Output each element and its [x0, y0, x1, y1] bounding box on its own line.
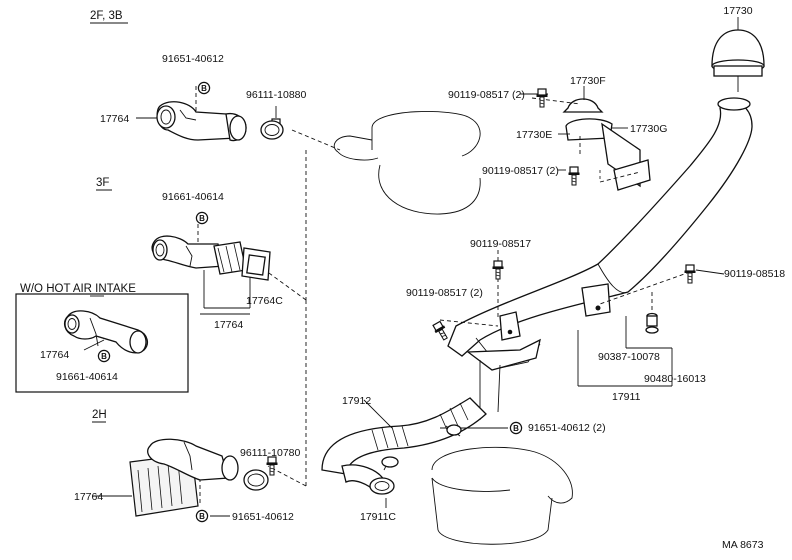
- label-90480: 90480-16013: [644, 373, 706, 385]
- label-17730f: 17730F: [570, 75, 606, 87]
- rubber-hose-17912: [321, 397, 487, 495]
- label-96111-top: 96111-10880: [246, 89, 306, 101]
- label-bolt-e: 90119-08518: [724, 268, 785, 280]
- bolt-icon: [431, 320, 451, 343]
- label-17764-b: 17764: [214, 319, 243, 331]
- snorkel-duct: [447, 97, 753, 420]
- air-cleaner-lower-outline: [431, 446, 573, 545]
- bolt-icon: [535, 88, 549, 108]
- label-bolt-d: 90119-08517 (2): [406, 287, 483, 299]
- clamp-icon: [446, 424, 462, 436]
- label-17912: 17912: [342, 395, 371, 407]
- label-91661-box: 91661-40614: [56, 371, 118, 383]
- section-headings: 2F, 3B 3F W/O HOT AIR INTAKE 2H: [20, 10, 136, 423]
- bracket-assembly: [562, 98, 651, 191]
- badge-b-label: B: [101, 352, 107, 361]
- collar-parts: [645, 312, 659, 334]
- badge-b-label: B: [199, 512, 205, 521]
- hose-clamps: [381, 424, 462, 468]
- label-17764-d: 17764: [74, 491, 103, 503]
- badge-b-label: B: [513, 424, 519, 433]
- snorkel-cap: [711, 22, 765, 92]
- label-17764-a: 17764: [100, 113, 129, 125]
- label-17764-c: 17764: [40, 349, 69, 361]
- bolt-icon: [683, 264, 697, 284]
- clamp-icon: [381, 456, 399, 468]
- part-labels: 17730 17730F 17730E 17730G 90119-08517 (…: [40, 5, 785, 551]
- label-17730: 17730: [723, 5, 752, 17]
- label-17764c: 17764C: [246, 295, 283, 307]
- label-clamp-2h: 91651-40612 (2): [528, 422, 606, 434]
- air-cleaner-upper-outline: [333, 110, 481, 215]
- label-bolt-c: 90119-08517: [470, 238, 531, 250]
- label-17730e: 17730E: [516, 129, 552, 141]
- badge-b-label: B: [201, 84, 207, 93]
- label-bolt-b: 90119-08517 (2): [482, 165, 559, 177]
- elbow-2f-3b: [156, 101, 284, 142]
- label-91651-2h: 91651-40612: [232, 511, 294, 523]
- elbow-3f: [151, 235, 271, 281]
- label-91661-3f: 91661-40614: [162, 191, 224, 203]
- label-bolt-a: 90119-08517 (2): [448, 89, 525, 101]
- section-3f: 3F: [96, 177, 109, 189]
- label-17730g: 17730G: [630, 123, 667, 135]
- section-2f-3b: 2F, 3B: [90, 10, 123, 22]
- bolt-icon: [567, 166, 581, 186]
- label-96111-2h: 96111-10780: [240, 447, 300, 459]
- elbow-2h: [129, 438, 269, 517]
- diagram-code: MA 8673: [722, 539, 764, 551]
- label-17911c: 17911C: [360, 511, 396, 523]
- badge-b-markers: B B B B B: [97, 81, 523, 523]
- section-wo-hot-air: W/O HOT AIR INTAKE: [20, 283, 136, 295]
- section-2h: 2H: [92, 409, 107, 421]
- wo-hot-air-box: [15, 293, 189, 393]
- label-91651-top: 91651-40612: [162, 53, 224, 65]
- bolt-icon: [491, 260, 505, 280]
- label-90387: 90387-10078: [598, 351, 660, 363]
- badge-b-label: B: [199, 214, 205, 223]
- label-17911: 17911: [612, 391, 641, 403]
